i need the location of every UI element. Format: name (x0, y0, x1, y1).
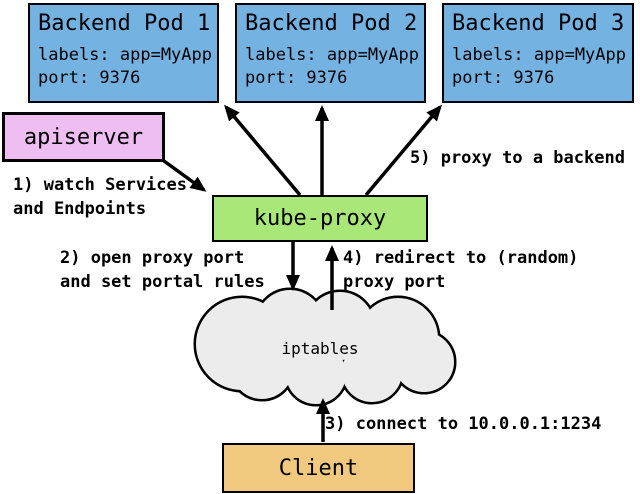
step-3-label: 3) connect to 10.0.0.1:1234 (325, 414, 602, 434)
step-5-label: 5) proxy to a backend (410, 148, 625, 168)
step-2-label: 2) open proxy port and set portal rules (60, 248, 265, 292)
step-4-label: 4) redirect to (random) proxy port (343, 248, 579, 292)
client-box: Client (222, 443, 415, 493)
pod-port: port: 9376 (38, 68, 141, 88)
backend-pod-2-box: Backend Pod 2 labels: app=MyApp port: 93… (235, 3, 426, 103)
pod-port: port: 9376 (245, 68, 348, 88)
backend-pod-1-box: Backend Pod 1 labels: app=MyApp port: 93… (28, 3, 219, 103)
client-label: Client (278, 455, 359, 481)
arrow-apiserver-to-kube-proxy (162, 159, 207, 192)
arrow-kube-proxy-to-pod1 (224, 104, 302, 197)
iptables-cloud (193, 287, 457, 407)
pod-title: Backend Pod 2 (245, 11, 418, 36)
backend-pod-3-box: Backend Pod 3 labels: app=MyApp port: 93… (442, 3, 634, 103)
apiserver-label: apiserver (23, 124, 144, 150)
pod-title: Backend Pod 3 (452, 11, 625, 36)
step-1-label: 1) watch Services and Endpoints (13, 175, 187, 219)
pod-port: port: 9376 (452, 68, 555, 88)
iptables-label: iptables (281, 339, 359, 358)
kube-proxy-box: kube-proxy (212, 195, 428, 242)
kube-proxy-label: kube-proxy (253, 206, 387, 231)
pod-title: Backend Pod 1 (38, 11, 211, 36)
pod-labels: labels: app=MyApp (38, 45, 212, 65)
arrow-kube-proxy-to-pod3 (364, 104, 442, 197)
apiserver-box: apiserver (2, 112, 165, 162)
pod-labels: labels: app=MyApp (452, 45, 626, 65)
pod-labels: labels: app=MyApp (245, 45, 419, 65)
